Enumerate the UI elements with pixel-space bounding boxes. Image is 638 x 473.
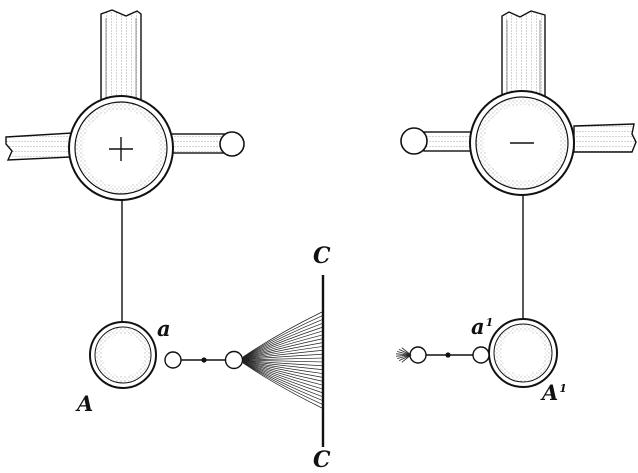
- discharge-ray: [242, 319, 323, 358]
- glow-discharge-tuft: [396, 347, 412, 363]
- right-left-arm: [423, 131, 473, 152]
- glow-ray: [396, 353, 412, 356]
- discharge-ray: [242, 323, 323, 359]
- glow-ray: [398, 354, 412, 361]
- right-rod-bead: [445, 352, 451, 358]
- discharge-ray: [242, 360, 323, 378]
- glow-ray: [401, 354, 412, 363]
- right-small-ball-a1: [472, 346, 490, 364]
- discharge-ray: [242, 361, 323, 397]
- left-rod-end-ball: [224, 350, 244, 370]
- discharge-ray: [242, 360, 323, 382]
- right-sphere-a1: [488, 318, 558, 388]
- discharge-ray: [242, 342, 323, 360]
- discharge-ray: [242, 338, 323, 360]
- discharge-ray: [242, 360, 323, 370]
- discharge-ray: [242, 327, 323, 359]
- left-horizontal-tube: [5, 132, 73, 161]
- discharge-ray: [242, 360, 323, 374]
- label-screen-bottom-C: C: [313, 447, 331, 473]
- discharge-ray: [242, 311, 323, 358]
- glow-ray: [397, 351, 412, 356]
- discharge-ray: [242, 330, 323, 359]
- left-sphere-a: [89, 321, 157, 389]
- right-prime-conductor: [400, 10, 637, 320]
- discharge-ray: [242, 361, 323, 390]
- right-arm-knob: [400, 127, 428, 155]
- discharge-ray: [242, 361, 323, 386]
- brush-discharge-fan: [242, 311, 323, 409]
- discharge-ray: [242, 334, 323, 359]
- label-right-sphere-A1: A1: [542, 380, 567, 405]
- discharge-ray: [242, 362, 323, 409]
- discharge-ray: [242, 353, 323, 360]
- discharge-ray: [242, 357, 323, 361]
- left-prime-conductor: [5, 9, 245, 322]
- discharge-ray: [242, 362, 323, 405]
- left-arm-knob: [219, 131, 245, 157]
- glow-ray: [401, 347, 412, 356]
- glow-ray: [398, 349, 412, 356]
- label-left-sphere-A: A: [77, 391, 94, 416]
- discharge-ray: [242, 346, 323, 360]
- label-screen-top-C: C: [313, 243, 331, 269]
- discharge-ray: [242, 360, 323, 367]
- discharge-ray: [242, 361, 323, 393]
- left-right-arm: [167, 133, 227, 154]
- plus-sign-icon: [109, 137, 133, 161]
- right-horizontal-tube: [573, 123, 637, 153]
- discharge-ray: [242, 315, 323, 358]
- discharge-ray: [242, 362, 323, 401]
- discharge-ray: [242, 350, 323, 360]
- discharge-ray: [242, 359, 323, 363]
- right-rod-end-ball: [409, 346, 427, 364]
- label-left-ball-a: a: [157, 316, 171, 341]
- label-right-ball-a1: a1: [471, 314, 494, 339]
- left-small-ball-a: [164, 351, 182, 369]
- left-rod-bead: [201, 357, 207, 363]
